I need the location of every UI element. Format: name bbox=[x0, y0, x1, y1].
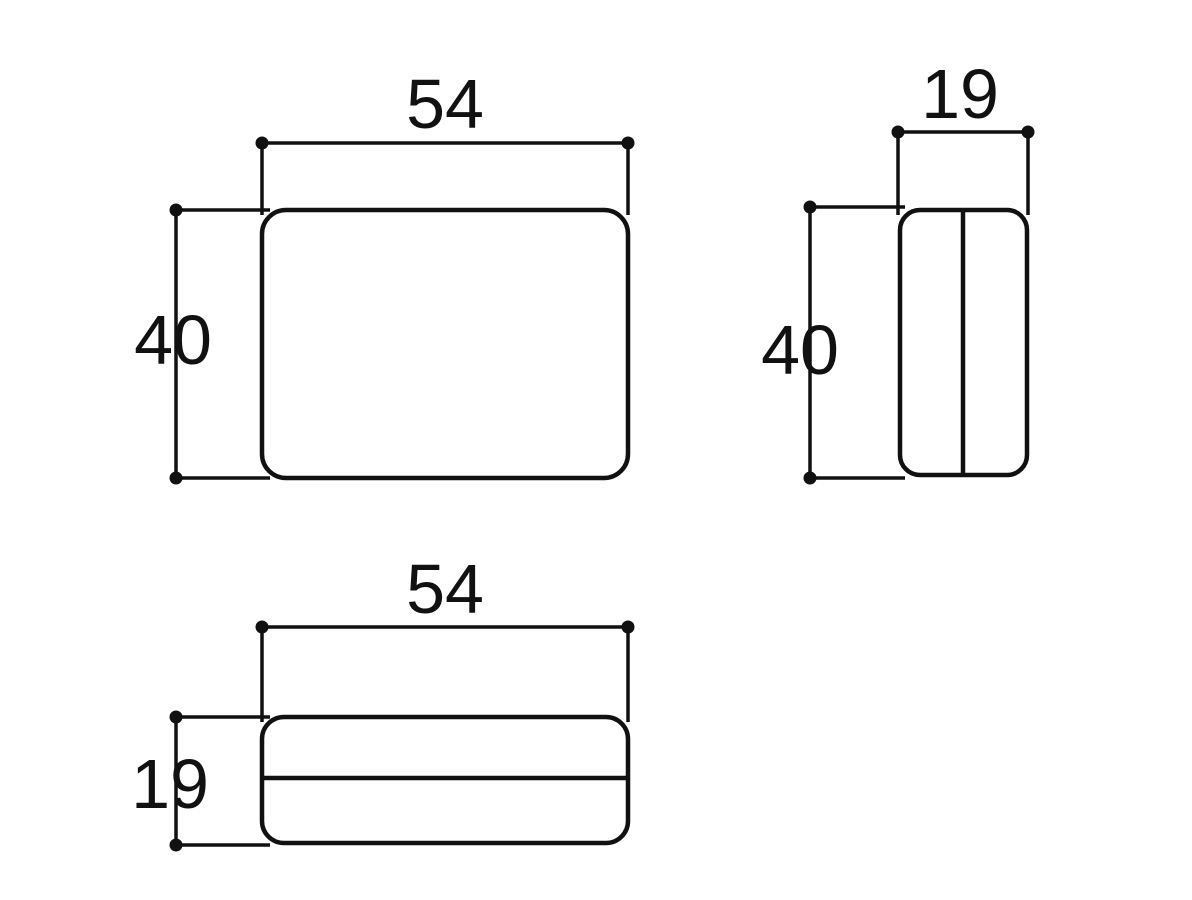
side-width-label: 19 bbox=[921, 55, 999, 133]
top-width-arrow-right bbox=[621, 620, 635, 634]
side-view: 19 40 bbox=[761, 55, 1035, 485]
side-height-label: 40 bbox=[761, 311, 839, 389]
front-view: 54 40 bbox=[134, 65, 635, 485]
side-width-arrow-right bbox=[1021, 125, 1035, 139]
front-width-arrow-left bbox=[255, 136, 269, 150]
top-height-arrow-top bbox=[169, 710, 183, 724]
top-view: 54 19 bbox=[131, 550, 635, 852]
front-view-outline bbox=[259, 207, 631, 481]
side-height-arrow-bottom bbox=[803, 471, 817, 485]
front-width-label: 54 bbox=[406, 65, 484, 143]
front-height-arrow-top bbox=[169, 203, 183, 217]
side-width-arrow-left bbox=[891, 125, 905, 139]
front-height-label: 40 bbox=[134, 301, 212, 379]
top-height-label: 19 bbox=[131, 745, 209, 823]
top-width-arrow-left bbox=[255, 620, 269, 634]
top-height-arrow-bottom bbox=[169, 838, 183, 852]
front-height-arrow-bottom bbox=[169, 471, 183, 485]
side-height-arrow-top bbox=[803, 200, 817, 214]
top-width-label: 54 bbox=[406, 550, 484, 628]
front-width-arrow-right bbox=[621, 136, 635, 150]
